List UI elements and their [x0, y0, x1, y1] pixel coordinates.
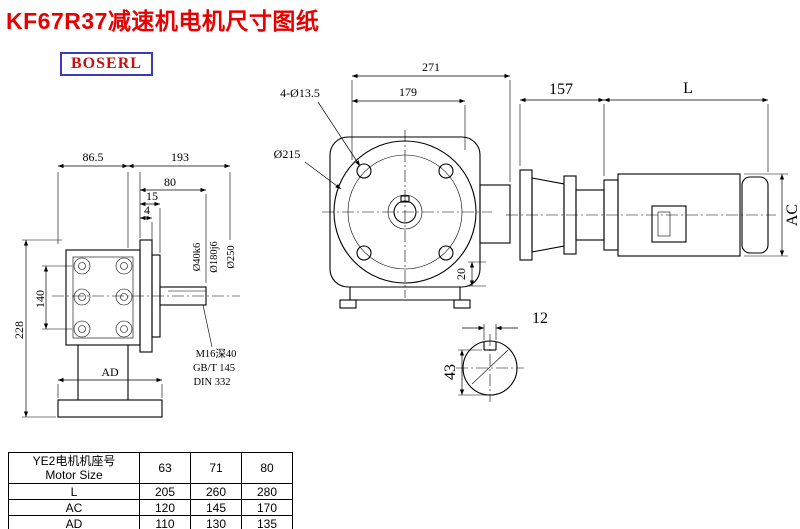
dim-ad: AD [101, 365, 119, 379]
header-en: Motor Size [45, 468, 103, 482]
motor-size-table: YE2电机机座号 Motor Size 63 71 80 L 205 260 2… [8, 452, 293, 529]
flange-view: 271 179 4-Ø13.5 Ø215 20 [274, 60, 511, 309]
cell: 280 [241, 483, 293, 500]
bolt-holes [73, 257, 133, 338]
dim-86-5: 86.5 [83, 150, 104, 164]
frame-size-63: 63 [139, 452, 191, 484]
mounting-foot [57, 399, 163, 418]
table-row-AC: AC 120 145 170 [8, 499, 293, 516]
row-label: AC [8, 499, 140, 516]
gearbox-housing-outline [65, 249, 141, 346]
dim-4: 4 [144, 203, 150, 217]
note-standard-din: DIN 332 [193, 377, 230, 388]
dim-AC: AC [784, 204, 800, 226]
cell: 120 [139, 499, 191, 516]
page-title: KF67R37减速机电机尺寸图纸 [6, 8, 320, 34]
dim-15: 15 [146, 189, 158, 203]
shaft-section-view: 12 43 [442, 310, 548, 402]
label-shaft-diameter: Ø40k6 [192, 243, 203, 272]
table-header-row: YE2电机机座号 Motor Size 63 71 80 [8, 452, 293, 484]
boserl-logo: BOSERL [60, 52, 153, 76]
side-view: 157 L AC [506, 80, 800, 261]
dim-140: 140 [33, 290, 47, 308]
cell: 170 [241, 499, 293, 516]
note-standard-gbt: GB/T 145 [193, 363, 235, 374]
dim-271: 271 [422, 60, 440, 74]
row-label: AD [8, 515, 140, 529]
dim-157: 157 [549, 81, 573, 98]
motor-nameplate [651, 205, 687, 243]
dim-12: 12 [532, 310, 548, 327]
cell: 135 [241, 515, 293, 529]
dim-179: 179 [399, 85, 417, 99]
dim-80: 80 [164, 175, 176, 189]
label-flange-diameter: Ø250 [226, 245, 237, 268]
cell: 110 [139, 515, 191, 529]
label-flange-dia-215: Ø215 [274, 147, 301, 161]
cell: 130 [190, 515, 242, 529]
row-label: L [8, 483, 140, 500]
dim-20: 20 [454, 268, 468, 280]
cell: 260 [190, 483, 242, 500]
table-row-AD: AD 110 130 135 [8, 515, 293, 529]
label-spigot-diameter: Ø180j6 [209, 241, 220, 273]
frame-size-80: 80 [241, 452, 293, 484]
label-bolt-holes: 4-Ø13.5 [280, 86, 320, 100]
front-view: 86.5 193 80 15 4 228 140 AD Ø40k6 Ø18 [12, 150, 240, 418]
header-cn: YE2电机机座号 [32, 454, 116, 468]
frame-size-71: 71 [190, 452, 242, 484]
cell: 205 [139, 483, 191, 500]
dim-L: L [683, 80, 693, 97]
dim-193: 193 [171, 150, 189, 164]
housing-side-protrusion [479, 184, 511, 244]
dim-43: 43 [442, 364, 459, 380]
dim-228: 228 [12, 321, 26, 339]
table-header-motor-size: YE2电机机座号 Motor Size [8, 452, 140, 484]
note-thread: M16深40 [196, 348, 237, 360]
cell: 145 [190, 499, 242, 516]
table-row-L: L 205 260 280 [8, 483, 293, 500]
